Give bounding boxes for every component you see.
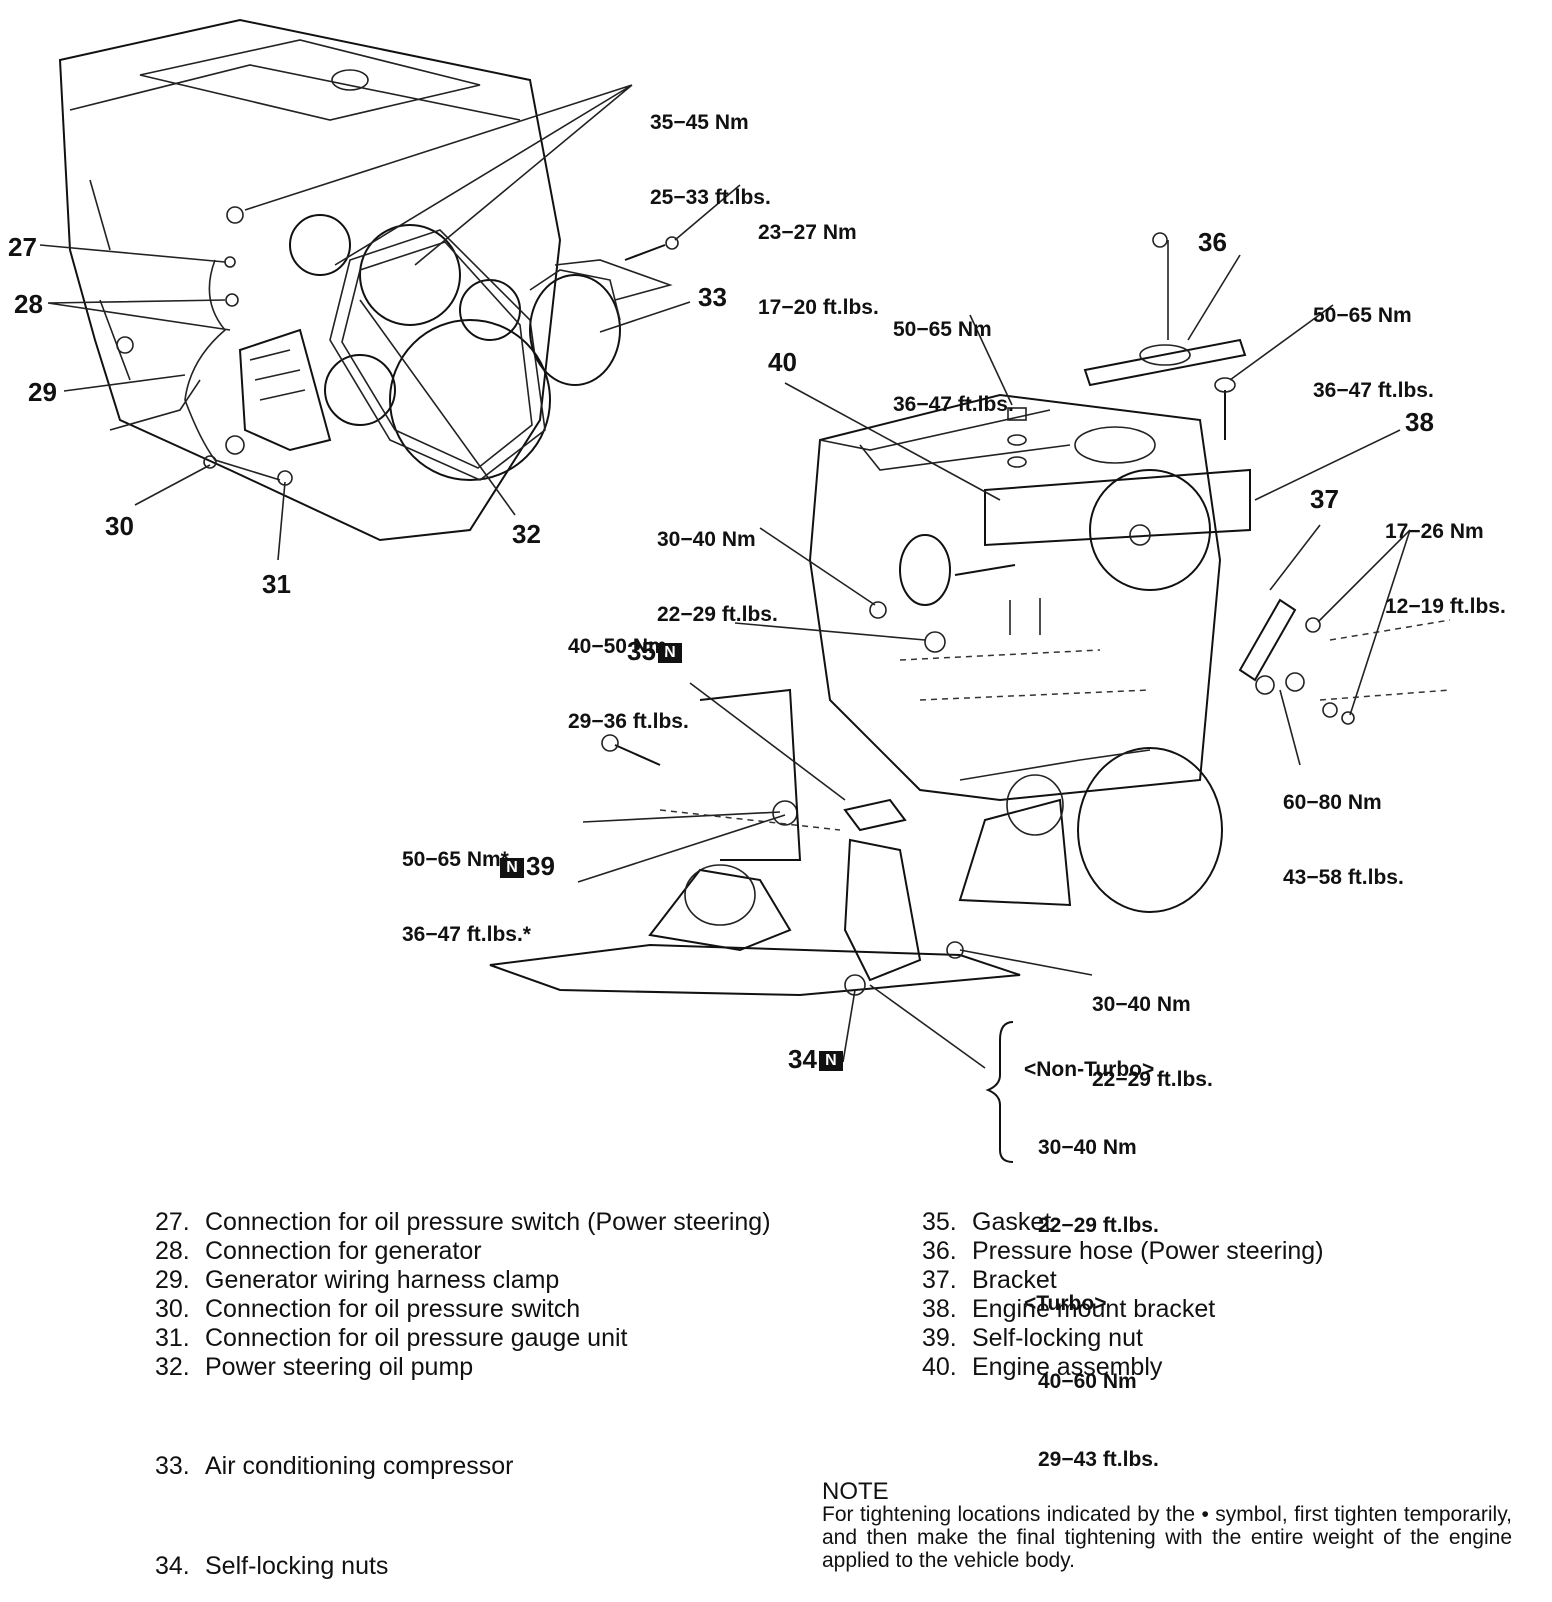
lower-leader-lines (577, 254, 1411, 1163)
torque-ftlbs: 36−47 ft.lbs. (893, 393, 1014, 416)
n-symbol-icon: N (657, 643, 682, 663)
torque-nm: 50−65 Nm (1313, 304, 1412, 327)
torque-spec-self-locking-nuts: <Non-Turbo> 30−40 Nm 22−29 ft.lbs. <Turb… (1024, 1005, 1159, 1499)
legend-item: 35.Gasket (922, 1208, 1052, 1236)
legend-left: 27.Connection for oil pressure switch (P… (155, 1208, 775, 1382)
torque-ftlbs: 12−19 ft.lbs. (1385, 595, 1506, 618)
torque-nm: 30−40 Nm (1038, 1136, 1137, 1159)
torque-nm: 23−27 Nm (758, 221, 857, 244)
torque-spec-mount-bolt: 50−65 Nm 36−47 ft.lbs. (1313, 253, 1434, 428)
n-symbol-icon: N (818, 1051, 843, 1071)
callout-29: 29 (28, 377, 57, 407)
legend-right: 35.Gasket 36.Pressure hose (Power steeri… (922, 1208, 1522, 1382)
torque-ftlbs: 29−43 ft.lbs. (1038, 1448, 1159, 1471)
callout-36: 36 (1198, 227, 1227, 257)
callout-38: 38 (1405, 407, 1434, 437)
torque-ftlbs: 22−29 ft.lbs. (657, 603, 778, 626)
torque-nm: 30−40 Nm (657, 528, 756, 551)
torque-ftlbs: 22−29 ft.lbs. (1092, 1068, 1213, 1091)
callout-27: 27 (8, 232, 37, 262)
legend-item: 32.Power steering oil pump (155, 1353, 474, 1381)
engine-removal-diagram (39, 18, 1451, 1163)
torque-spec-pump-bolts: 35−45 Nm 25−33 ft.lbs. (650, 60, 771, 235)
legend-item-33: 33.Air conditioning compressor (155, 1452, 514, 1480)
torque-ftlbs: 36−47 ft.lbs.* (402, 923, 531, 946)
torque-nm: 40−50 Nm (568, 635, 667, 658)
torque-spec-lower-bolt: 30−40 Nm 22−29 ft.lbs. (1092, 942, 1213, 1117)
torque-spec-upper-nut: 40−50 Nm 29−36 ft.lbs. (568, 584, 689, 759)
torque-nm: 17−26 Nm (1385, 520, 1484, 543)
legend-item: 27.Connection for oil pressure switch (P… (155, 1208, 771, 1236)
torque-spec-left-mount: 50−65 Nm* 36−47 ft.lbs.* (402, 797, 531, 972)
legend-item: 39.Self-locking nut (922, 1324, 1143, 1352)
callout-40: 40 (768, 347, 797, 377)
legend-item: 40.Engine assembly (922, 1353, 1163, 1381)
callout-34-number: 34 (788, 1044, 817, 1074)
legend-item: 30.Connection for oil pressure switch (155, 1295, 581, 1323)
torque-spec-bracket-bolts: 17−26 Nm 12−19 ft.lbs. (1385, 469, 1506, 644)
legend-item: 38.Engine mount bracket (922, 1295, 1216, 1323)
upper-leader-lines (39, 84, 741, 561)
tightening-note: NOTE For tightening locations indicated … (822, 1478, 1512, 1573)
legend-item: 28.Connection for generator (155, 1237, 482, 1265)
torque-ftlbs: 17−20 ft.lbs. (758, 296, 879, 319)
torque-variant-label: <Turbo> (1024, 1292, 1107, 1315)
torque-spec-plate-nut: 30−40 Nm 22−29 ft.lbs. (657, 477, 778, 652)
note-body: For tightening locations indicated by th… (822, 1503, 1512, 1572)
torque-ftlbs: 25−33 ft.lbs. (650, 186, 771, 209)
callout-31: 31 (262, 569, 291, 599)
torque-nm: 50−65 Nm* (402, 848, 509, 871)
torque-ftlbs: 29−36 ft.lbs. (568, 710, 689, 733)
callout-35-number: 35 (627, 636, 656, 666)
note-title: NOTE (822, 1478, 889, 1505)
torque-nm: 30−40 Nm (1092, 993, 1191, 1016)
torque-nm: 35−45 Nm (650, 111, 749, 134)
torque-nm: 50−65 Nm (893, 318, 992, 341)
torque-variant-label: <Non-Turbo> (1024, 1058, 1155, 1081)
legend-item: 31.Connection for oil pressure gauge uni… (155, 1324, 628, 1352)
n-symbol-icon: N (500, 858, 524, 878)
torque-ftlbs: 43−58 ft.lbs. (1283, 866, 1404, 889)
legend-item-34: 34.Self-locking nuts (155, 1552, 389, 1580)
callout-33: 33 (698, 282, 727, 312)
torque-ftlbs: 22−29 ft.lbs. (1038, 1214, 1159, 1237)
callout-37: 37 (1310, 484, 1339, 514)
torque-nm: 60−80 Nm (1283, 791, 1382, 814)
upper-engine-drawing (58, 18, 679, 542)
lower-engine-drawing (489, 232, 1451, 997)
torque-spec-bracket-nuts: 60−80 Nm 43−58 ft.lbs. (1283, 740, 1404, 915)
callout-30: 30 (105, 511, 134, 541)
legend-item: 29.Generator wiring harness clamp (155, 1266, 560, 1294)
legend-item: 37.Bracket (922, 1266, 1057, 1294)
callout-32: 32 (512, 519, 541, 549)
legend-item: 36.Pressure hose (Power steering) (922, 1237, 1324, 1265)
callout-39-number: 39 (526, 851, 555, 881)
torque-nm: 40−60 Nm (1038, 1370, 1137, 1393)
callout-28: 28 (14, 289, 43, 319)
torque-spec-mount-nut: 50−65 Nm 36−47 ft.lbs. (893, 267, 1014, 442)
torque-spec-compressor-bolt: 23−27 Nm 17−20 ft.lbs. (758, 170, 879, 345)
torque-ftlbs: 36−47 ft.lbs. (1313, 379, 1434, 402)
